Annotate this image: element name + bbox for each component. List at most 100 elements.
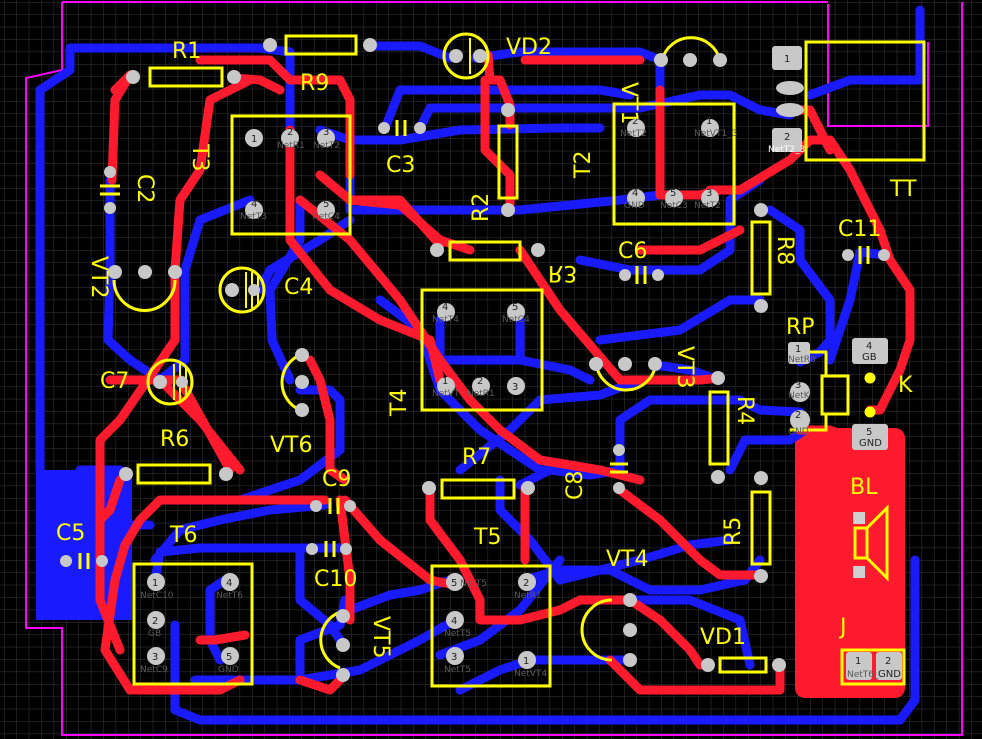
rp-pin-1: 1 [795,344,801,355]
r5-body [750,490,772,566]
pad [853,512,865,524]
pad [414,122,426,134]
t2-pin-3-net: NetT2 [694,201,721,211]
k-pin-4-net: GB [862,352,877,363]
pad [654,53,668,67]
t6-pin-5-net: GND [218,665,239,675]
vt3-outline [594,359,658,392]
pad [853,566,865,578]
c4-outline [218,266,266,314]
pad [589,357,603,371]
pad [627,189,645,207]
pad [147,573,165,591]
label-c9: C9 [322,467,351,492]
t6-pin-2-net: GB [148,629,161,639]
label-vt3: VT3 [672,346,697,389]
pad [344,500,356,512]
t2-pin-5-net: NetC3 [660,201,688,211]
pad [219,467,233,481]
pad [776,81,804,95]
bl-speaker-body [853,526,869,560]
label-t5: T5 [473,525,501,550]
pad [317,201,335,219]
pad [108,265,122,279]
t2-pin-3: 3 [706,188,712,199]
c7-outline [146,358,194,406]
label-k: K [898,373,913,398]
r6-body [136,463,212,485]
t6-pin-3-net: NetC9 [140,665,168,675]
r9-body [284,34,358,56]
pad [842,249,854,261]
label-r2: R2 [469,193,494,222]
t3-pin-4: 4 [251,199,257,210]
pad [363,38,377,52]
pad [119,467,133,481]
pad [126,70,140,84]
pad [790,410,810,430]
label-r3: R3 [548,260,577,285]
pad [472,377,490,395]
t4-outline [420,288,544,412]
pad [665,189,683,207]
t2-pin-5: 5 [670,188,676,199]
t5-pin-2: 2 [523,578,529,589]
pad [176,376,188,388]
label-vd2: VD2 [506,35,552,60]
label-rp: RP [786,315,815,340]
pad [754,569,768,583]
t3-pin-3-net: NetT2 [313,141,340,151]
pad [501,103,515,117]
pad [422,481,436,495]
pad [96,555,108,567]
r8-body [750,220,772,296]
label-r1: R1 [172,39,201,64]
ceramic-capacitor-marks [78,120,870,569]
label-c2: C2 [132,174,157,203]
r4-body [708,390,730,466]
label-r6: R6 [160,427,189,452]
t6-pin-3: 3 [152,652,158,663]
label-c7: C7 [100,369,129,394]
t2-pin-4: 4 [632,188,638,199]
t2-pin-2-net: NetT2 [620,129,647,139]
pad [430,243,444,257]
pad [852,424,888,450]
j-pin-1-net: NetT6_ [847,670,879,680]
label-vt2: VT2 [86,256,111,299]
pad [790,382,810,402]
pad [754,299,768,313]
label-tt: TT [889,177,917,202]
vt6-outline [280,353,301,412]
t4-pin-2: 2 [477,376,483,387]
pad [227,70,241,84]
pad [221,647,239,665]
rp-body [820,374,850,416]
pad [711,470,725,484]
pad [147,647,165,665]
j-pin-2: 2 [885,656,891,667]
label-bl: BL [850,475,878,500]
pad [754,203,768,217]
t2-pin-1-net: NetVT1_3 [694,129,737,139]
tt-pin-1: 1 [784,54,790,65]
pad [378,122,390,134]
pad [138,265,152,279]
pad [104,202,116,214]
j-pin-1: 1 [855,656,861,667]
pad [336,668,350,682]
r1-body [148,66,224,88]
label-c4: C4 [284,275,313,300]
pad [772,128,802,152]
t5-pin-1: 1 [523,656,529,667]
pad [772,658,786,672]
pad [772,46,802,70]
t5-pin-2-net: NetR1 [514,591,542,601]
t6-outline [132,562,254,686]
t3-outline [230,114,352,236]
pad [336,638,350,652]
pad [245,201,263,219]
t5-pin-4-net: NetT5 [444,629,471,639]
vd1-body [718,656,768,674]
t5-outline [430,564,552,688]
